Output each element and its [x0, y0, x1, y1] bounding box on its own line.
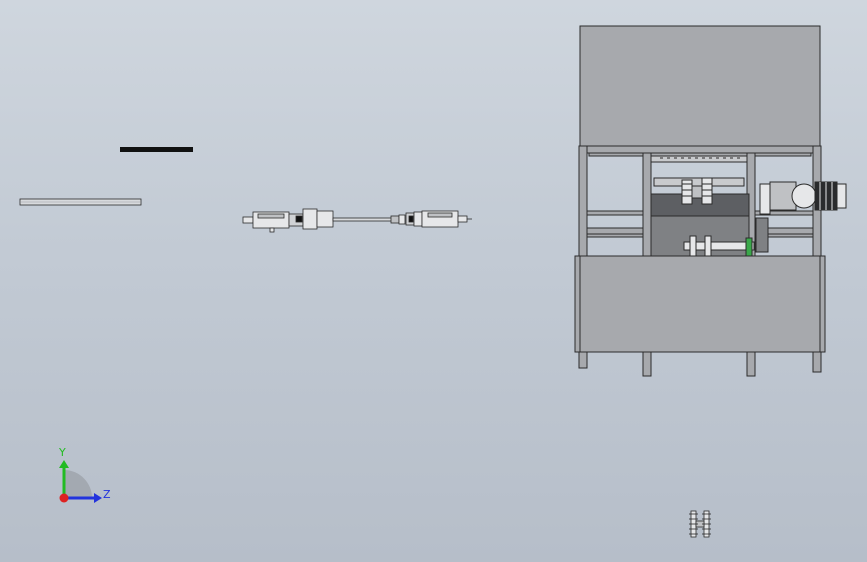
long-rod-part[interactable]: [19, 198, 142, 206]
black-bar-part[interactable]: [120, 147, 193, 152]
shaft-assembly[interactable]: [242, 208, 472, 233]
motor-unit[interactable]: [759, 181, 847, 215]
small-sprocket-part[interactable]: [689, 510, 711, 538]
upper-gears[interactable]: [681, 177, 713, 205]
frame-top-rail[interactable]: [578, 145, 822, 154]
leg-2[interactable]: [642, 351, 652, 377]
leg-3[interactable]: [746, 351, 756, 377]
leg-4[interactable]: [812, 351, 822, 373]
triad-y-label: Y: [58, 446, 66, 459]
machine-assembly[interactable]: [574, 25, 847, 377]
triad-z-label: Z: [103, 488, 111, 501]
lower-cabinet-panel[interactable]: [574, 255, 826, 353]
top-cover-panel[interactable]: [579, 25, 821, 147]
leg-1[interactable]: [578, 351, 588, 369]
lower-shaft-sprockets[interactable]: [683, 217, 769, 265]
orientation-triad[interactable]: Y Z: [58, 446, 111, 503]
